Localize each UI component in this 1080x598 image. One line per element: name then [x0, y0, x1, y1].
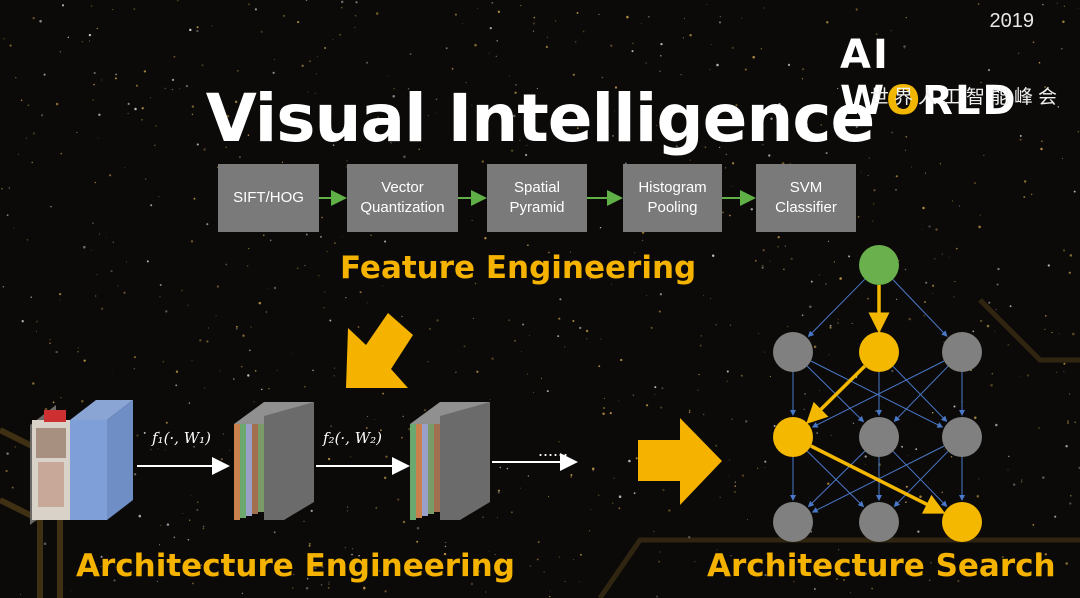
candidate-node	[942, 332, 982, 372]
pipeline-box-spatial-pyramid: Spatial Pyramid	[487, 164, 587, 232]
candidate-edge	[807, 450, 866, 508]
feature-map-stack-1	[234, 402, 314, 520]
pipeline-box-label: SVM Classifier	[775, 179, 837, 216]
architecture-search-graph	[773, 245, 982, 542]
logo-subtitle: 世界人工智能峰会	[869, 86, 1062, 108]
candidate-node	[942, 417, 982, 457]
f1-label: f₁(·, W₁)	[152, 429, 212, 447]
pipeline-box-svm-classifier: SVM Classifier	[756, 164, 856, 232]
selected-node	[859, 332, 899, 372]
logo-brand-left: AI W	[840, 32, 890, 124]
pipeline-box-histogram-pooling: Histogram Pooling	[623, 164, 722, 232]
pipeline-box-label: SIFT/HOG	[233, 189, 304, 206]
logo-brand: AI WORLD	[840, 32, 1062, 124]
right-arrow-icon	[638, 418, 722, 505]
input-image-stack	[30, 400, 133, 525]
candidate-node	[773, 332, 813, 372]
ai-world-logo: 2019 AI WORLD 世界人工智能峰会	[840, 10, 1070, 124]
feature-map-stack-2	[410, 402, 490, 520]
pipeline-box-label: Vector Quantization	[360, 179, 445, 216]
candidate-edge	[806, 450, 865, 508]
architecture-engineering-label: Architecture Engineering	[76, 548, 515, 584]
pipeline-box-label: Histogram Pooling	[638, 179, 707, 216]
candidate-node	[859, 417, 899, 457]
candidate-edge	[892, 279, 948, 337]
candidate-edge	[810, 360, 944, 428]
architecture-search-label: Architecture Search	[707, 548, 1056, 584]
selected-node	[773, 417, 813, 457]
page-title: Visual Intelligence	[205, 80, 876, 157]
candidate-node	[859, 502, 899, 542]
f2-label: f₂(·, W₂)	[323, 429, 383, 447]
root-node	[859, 245, 899, 285]
logo-brand-right: RLD	[922, 78, 1018, 124]
candidate-edge	[811, 360, 945, 428]
candidate-edge	[892, 365, 948, 423]
pipeline-box-label: Spatial Pyramid	[509, 179, 565, 216]
down-left-arrow-icon	[346, 313, 413, 388]
selected-edge	[810, 444, 946, 514]
pipeline-box-vector-quantization: Vector Quantization	[347, 164, 458, 232]
logo-year: 2019	[989, 10, 1035, 32]
pipeline-box-sift-hog: SIFT/HOG	[218, 164, 319, 232]
candidate-edge	[807, 278, 866, 338]
candidate-edge	[892, 450, 948, 508]
feature-engineering-label: Feature Engineering	[340, 250, 697, 286]
selected-node	[942, 502, 982, 542]
selected-edge	[806, 364, 867, 424]
candidate-node	[773, 502, 813, 542]
candidate-edge	[893, 365, 949, 423]
logo-brand-ring: O	[886, 78, 923, 124]
candidate-edge	[893, 450, 949, 508]
